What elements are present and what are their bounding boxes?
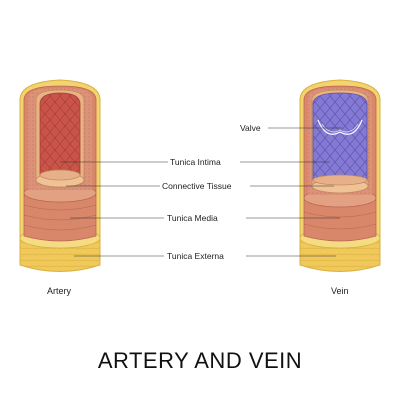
label-tunica-media: Tunica Media xyxy=(167,213,218,223)
label-tunica-intima: Tunica Intima xyxy=(170,157,221,167)
artery-caption: Artery xyxy=(47,286,72,296)
page-title: ARTERY AND VEIN xyxy=(97,348,303,373)
leader-lines xyxy=(60,127,342,257)
vein-valve xyxy=(317,119,363,135)
label-connective-tissue: Connective Tissue xyxy=(162,181,232,191)
label-tunica-externa: Tunica Externa xyxy=(167,251,224,261)
artery-illustration xyxy=(19,79,101,272)
label-valve: Valve xyxy=(240,123,261,133)
vein-illustration xyxy=(299,79,381,272)
vein-tunica-intima xyxy=(312,92,368,181)
artery-tunica-intima xyxy=(39,92,81,176)
vein-caption: Vein xyxy=(331,286,349,296)
